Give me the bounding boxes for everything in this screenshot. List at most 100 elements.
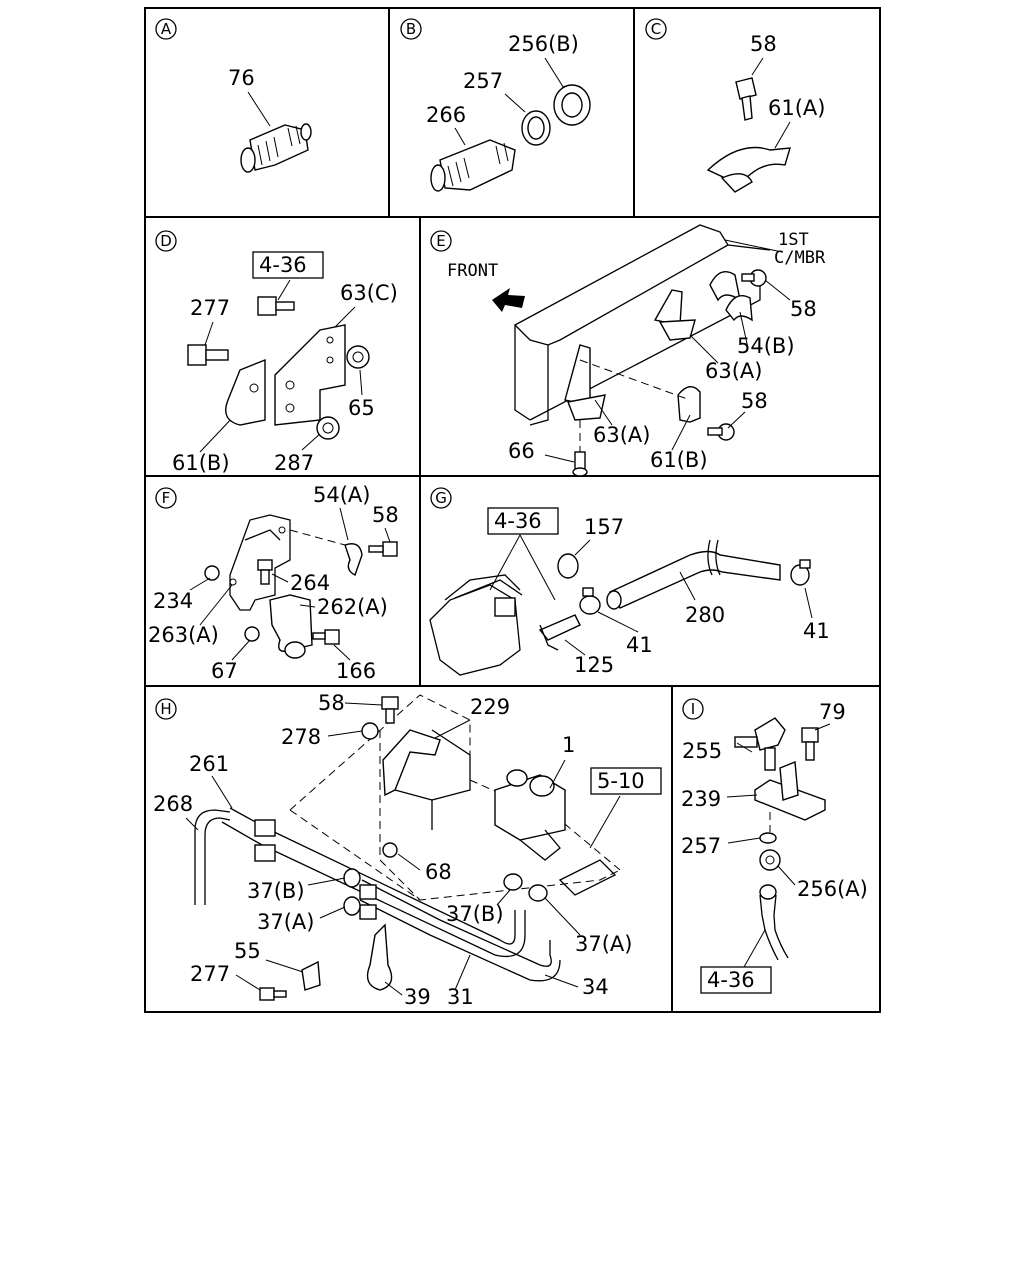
clamp-37a-left [343, 896, 361, 916]
panel-i-marker: I [682, 698, 704, 720]
bracket-63a-right [653, 289, 696, 341]
bolt-264 [257, 559, 273, 585]
label-255: 255 [682, 739, 722, 763]
label-287: 287 [274, 451, 314, 475]
panel-h: H 58 229 278 261 1 5-10 268 68 37(B) 37(… [153, 691, 662, 1009]
washer-257 [521, 110, 551, 146]
ref-4-36[interactable]: 4-36 [259, 253, 307, 277]
pipe-4-36 [759, 884, 789, 961]
label-54b: 54(B) [737, 334, 795, 358]
panel-f: F 54(A) 58 264 234 262(A) 263(A) 67 166 [148, 483, 399, 683]
panel-b: B 256(B) 257 266 [400, 18, 591, 192]
label-256a: 256(A) [797, 877, 868, 901]
label-266: 266 [426, 103, 466, 127]
nut-256b [553, 84, 591, 126]
clip-61b [225, 358, 266, 426]
bolt-66 [572, 451, 588, 477]
clamp-37a-right [528, 884, 548, 902]
bolt-277 [259, 987, 287, 1001]
panel-b-marker: B [400, 18, 422, 40]
clip-55 [301, 960, 321, 991]
svg-text:H: H [160, 700, 171, 718]
nut-234 [204, 565, 220, 581]
bolt-58-bottom [707, 423, 735, 441]
label-67: 67 [211, 659, 238, 683]
label-1st: 1ST [778, 230, 809, 250]
ref-4-36[interactable]: 4-36 [494, 509, 542, 533]
label-63a-left: 63(A) [593, 423, 650, 447]
label-37b-right: 37(B) [446, 902, 504, 926]
label-61b: 61(B) [650, 448, 708, 472]
bolt-58 [381, 696, 399, 724]
label-c-mbr: C/MBR [774, 248, 826, 268]
hoses [194, 807, 561, 982]
clamp-37b-left [343, 868, 361, 888]
bolt-58 [368, 541, 398, 557]
bolt-79 [801, 727, 819, 761]
svg-text:G: G [435, 489, 447, 507]
label-234: 234 [153, 589, 193, 613]
ref-5-10[interactable]: 5-10 [597, 769, 645, 793]
clip-39 [366, 923, 393, 991]
ref-4-36[interactable]: 4-36 [707, 968, 755, 992]
clip-262a [269, 594, 313, 659]
nut-68 [382, 842, 398, 858]
label-58: 58 [372, 503, 399, 527]
fitting-76 [240, 123, 312, 173]
label-125: 125 [574, 653, 614, 677]
label-65: 65 [348, 396, 375, 420]
bracket-263a [229, 514, 291, 611]
reservoir-1 [494, 769, 566, 861]
ref-box-4-36 [700, 966, 772, 994]
crossmember [513, 224, 771, 426]
label-37a-right: 37(A) [575, 932, 632, 956]
panel-grid [144, 7, 881, 1013]
fitting-255 [734, 717, 786, 771]
nut-256a [759, 849, 781, 871]
label-39: 39 [404, 985, 431, 1009]
label-37a-left: 37(A) [257, 910, 314, 934]
frame-outline [289, 694, 621, 901]
bolt-166 [312, 629, 340, 645]
bracket-229 [382, 729, 471, 830]
label-262a: 262(A) [317, 595, 388, 619]
bolt-58-top [741, 269, 767, 287]
label-239: 239 [681, 787, 721, 811]
label-58: 58 [750, 32, 777, 56]
label-58-top: 58 [790, 297, 817, 321]
panel-d-marker: D [155, 230, 177, 252]
panel-d: D 4-36 277 63(C) 65 61(B) 287 [155, 230, 398, 475]
label-58-bottom: 58 [741, 389, 768, 413]
label-257: 257 [681, 834, 721, 858]
label-166: 166 [336, 659, 376, 683]
pump [429, 574, 523, 676]
ref-box-4-36 [252, 251, 324, 279]
svg-text:A: A [161, 20, 172, 38]
hose-280 [606, 539, 781, 610]
label-76: 76 [228, 66, 255, 90]
label-41-right: 41 [803, 619, 830, 643]
clamp-37b-right [503, 873, 523, 891]
washer-257 [759, 832, 777, 844]
panel-g: G 4-36 157 280 41 125 41 [429, 487, 830, 677]
bracket-63c [274, 324, 346, 426]
panel-a-marker: A [155, 18, 177, 40]
label-68: 68 [425, 860, 452, 884]
label-66: 66 [508, 439, 535, 463]
label-268: 268 [153, 792, 193, 816]
label-1: 1 [562, 733, 575, 757]
panel-c: C 58 61(A) [645, 18, 825, 193]
ring-157 [557, 553, 579, 579]
panel-e-marker: E [430, 230, 452, 252]
label-263a: 263(A) [148, 623, 219, 647]
panel-i: I 79 255 239 257 256(A) 4-36 [681, 698, 868, 994]
label-256b: 256(B) [508, 32, 579, 56]
clip-54a [344, 543, 363, 576]
label-61b: 61(B) [172, 451, 230, 475]
bolt-4-36 [257, 296, 295, 316]
svg-text:F: F [162, 489, 171, 507]
label-157: 157 [584, 515, 624, 539]
clamp-41-left [579, 587, 601, 615]
clamp-41-right [790, 559, 811, 586]
